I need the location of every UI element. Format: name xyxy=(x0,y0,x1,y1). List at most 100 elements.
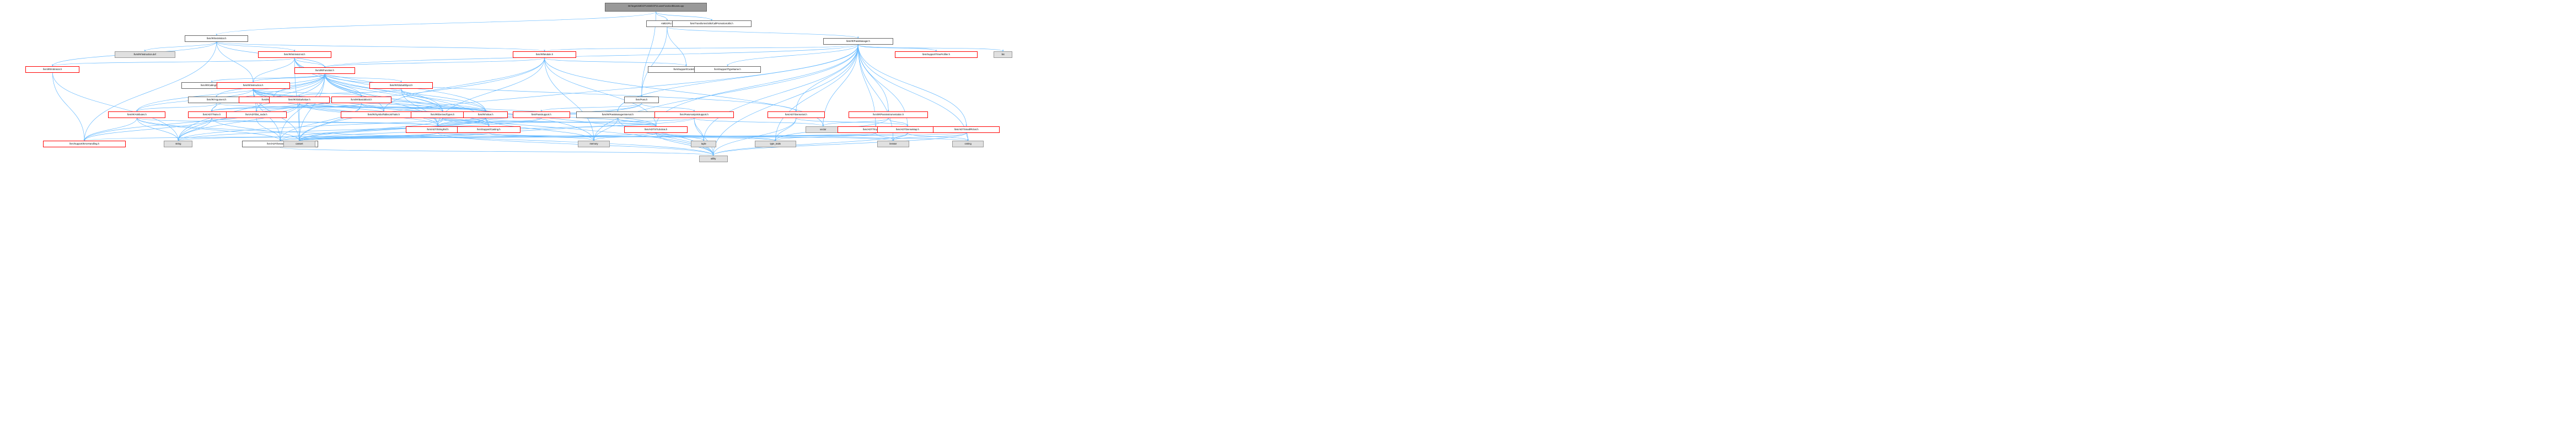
graph-node-densesetadt[interactable]: llvm/ADT/DenseSet.h xyxy=(767,111,825,119)
edge-amdgpu-to-passmanager xyxy=(667,26,859,39)
edge-amdgpu-to-pass xyxy=(641,27,668,97)
graph-node-memory[interactable]: memory xyxy=(578,141,610,148)
graph-node-derivedtypes[interactable]: llvm/IR/DerivedTypes.h xyxy=(410,111,475,119)
graph-node-callpromo[interactable]: llvm/Transforms/Utils/CallPromotionUtils… xyxy=(672,20,752,28)
edge-function-to-operandtraits xyxy=(273,74,325,97)
edge-passmanager-to-stlextras xyxy=(655,45,858,126)
graph-node-intrinsics[interactable]: llvm/IR/Intrinsics.h xyxy=(25,66,80,73)
edge-densemap-to-cstring xyxy=(907,132,969,141)
edge-globalvalue-to-string xyxy=(178,103,300,141)
edge-passmanager-to-module xyxy=(544,44,858,52)
graph-node-basicblock[interactable]: llvm/IR/BasicBlock.h xyxy=(331,97,392,104)
edge-intrinsics-to-string xyxy=(52,72,179,141)
edge-intrinsicinst-to-derivedtypes xyxy=(294,58,444,112)
edge-intrinsicinst-to-function xyxy=(294,57,326,68)
graph-node-list[interactable]: list xyxy=(993,51,1013,58)
edge-stringref-to-stlextras xyxy=(437,125,657,134)
edge-iteratorrange-to-utility xyxy=(280,147,714,156)
graph-node-passinstr[interactable]: llvm/IR/PassInstrumentation.h xyxy=(849,111,929,119)
edge-argument-to-value xyxy=(216,103,486,112)
graph-node-ilistnode[interactable]: llvm/ADT/ilist_node.h xyxy=(226,111,287,119)
graph-node-cstring[interactable]: cstring xyxy=(952,141,984,148)
edge-module-to-symtablelist xyxy=(383,58,545,112)
edge-tinyptrvector-to-typetraits xyxy=(774,132,876,141)
graph-node-passmgrinternal[interactable]: llvm/IR/PassManagerInternal.h xyxy=(576,111,659,119)
edge-function-to-callingconv xyxy=(211,73,325,83)
graph-node-cassert[interactable]: cassert xyxy=(283,141,315,148)
edge-globalvalue-to-twine xyxy=(211,103,300,112)
edge-attributes-to-utility xyxy=(136,118,714,156)
edge-basicblock-to-value xyxy=(361,103,487,112)
edge-pass-to-passanalysis xyxy=(641,103,695,112)
edge-passmanager-to-passinstr xyxy=(858,45,889,112)
edge-instvisitor-to-module xyxy=(216,41,545,52)
graph-node-passsupport[interactable]: llvm/PassSupport.h xyxy=(512,111,570,119)
graph-node-instvisitor[interactable]: llvm/IR/InstVisitor.h xyxy=(184,35,249,42)
edge-stringref-to-cassert xyxy=(298,132,438,141)
edge-instruction-to-basicblock xyxy=(253,88,362,97)
graph-node-pass[interactable]: llvm/Pass.h xyxy=(624,97,659,104)
edge-smallptrset-to-cstring xyxy=(966,132,969,141)
graph-node-utility[interactable]: utility xyxy=(699,155,728,162)
graph-node-module[interactable]: llvm/IR/Module.h xyxy=(512,51,577,58)
graph-node-typetraits[interactable]: type_traits xyxy=(754,141,796,148)
edge-function-to-attributes xyxy=(136,74,325,112)
graph-node-symtablelist[interactable]: llvm/IR/SymbolTableListTraits.h xyxy=(340,111,427,119)
edge-attributes-to-string xyxy=(136,118,179,141)
graph-node-value[interactable]: llvm/IR/Value.h xyxy=(463,111,508,119)
graph-node-instruction[interactable]: llvm/IR/Instruction.h xyxy=(216,82,290,89)
graph-node-function[interactable]: llvm/IR/Function.h xyxy=(294,67,355,74)
graph-node-errorhandling[interactable]: llvm/Support/ErrorHandling.h xyxy=(42,141,126,148)
edge-passmanager-to-timeprofiler xyxy=(858,44,937,52)
graph-node-vector[interactable]: vector xyxy=(806,126,841,133)
edge-tinyptrvector-to-iterator xyxy=(875,132,894,141)
edge-instvisitor-to-instdef xyxy=(144,41,217,52)
edge-passmanager-to-densesetadt xyxy=(795,45,858,112)
graph-node-passanalysis[interactable]: llvm/PassAnalysisSupport.h xyxy=(654,111,734,119)
graph-node-typename[interactable]: llvm/Support/TypeName.h xyxy=(694,66,761,73)
edge-function-to-densesetadt xyxy=(324,74,797,112)
edge-function-to-globalobject xyxy=(324,73,402,83)
edge-twine-to-errorhandling xyxy=(83,118,212,141)
graph-node-tuple[interactable]: tuple xyxy=(691,141,717,148)
graph-node-globalobject[interactable]: llvm/IR/GlobalObject.h xyxy=(369,82,433,89)
graph-node-stlextras[interactable]: llvm/ADT/STLExtras.h xyxy=(624,126,688,133)
edge-basicblock-to-symtablelist xyxy=(361,103,385,112)
edge-function-to-memory xyxy=(324,74,595,141)
edge-passmanager-to-list xyxy=(858,44,1004,52)
edge-globalobject-to-value xyxy=(401,88,487,112)
graph-node-attributes[interactable]: llvm/IR/Attributes.h xyxy=(108,111,166,119)
edge-passsupport-to-string xyxy=(178,118,542,141)
edge-basicblock-to-ilistnode xyxy=(255,103,362,112)
graph-node-globalvalue[interactable]: llvm/IR/GlobalValue.h xyxy=(269,97,330,104)
edge-module-to-codegen xyxy=(544,57,687,66)
edge-passinstr-to-densemap xyxy=(888,118,909,126)
edge-stlextras-to-cassert xyxy=(298,132,657,141)
graph-node-string[interactable]: string xyxy=(164,141,193,148)
edge-instvisitor-to-instruction xyxy=(216,41,254,83)
graph-node-passmanager[interactable]: llvm/IR/PassManager.h xyxy=(823,38,893,45)
graph-node-intrinsicinst[interactable]: llvm/IR/IntrinsicInst.h xyxy=(257,51,331,58)
graph-node-instdef[interactable]: llvm/IR/Instruction.def xyxy=(114,51,175,58)
graph-node-root[interactable]: lib/Target/AMDGPU/AMDGPULowerFunctionBit… xyxy=(605,3,707,12)
edge-passmanager-to-smallptrset xyxy=(858,45,968,126)
graph-node-argument[interactable]: llvm/IR/Argument.h xyxy=(187,97,245,104)
graph-node-timeprofiler[interactable]: llvm/Support/TimeProfiler.h xyxy=(894,51,978,58)
edge-ilistnode-to-iteratorrange xyxy=(256,118,281,141)
graph-node-stringref[interactable]: llvm/ADT/StringRef.h xyxy=(406,126,470,133)
edge-passanalysis-to-vector xyxy=(694,118,824,126)
edge-attributes-to-errorhandling xyxy=(83,118,137,141)
edge-smallptrset-to-utility xyxy=(712,132,967,156)
dependency-edges xyxy=(51,11,1004,156)
edge-twine-to-stringref xyxy=(211,118,439,126)
edge-root-to-instvisitor xyxy=(216,12,657,36)
edge-passmanager-to-typename xyxy=(727,44,858,66)
graph-node-casting[interactable]: llvm/Support/Casting.h xyxy=(457,126,521,133)
include-dependency-graph: lib/Target/AMDGPU/AMDGPULowerFunctionBit… xyxy=(0,0,1048,180)
graph-node-iterator[interactable]: iterator xyxy=(877,141,909,148)
graph-node-smallptrset[interactable]: llvm/ADT/SmallPtrSet.h xyxy=(933,126,1000,133)
edge-passmanager-to-iterator xyxy=(858,45,894,141)
graph-node-densemap[interactable]: llvm/ADT/DenseMap.h xyxy=(877,126,938,133)
edge-globalvalue-to-value xyxy=(299,103,487,112)
edge-passmanager-to-cstring xyxy=(858,45,969,141)
